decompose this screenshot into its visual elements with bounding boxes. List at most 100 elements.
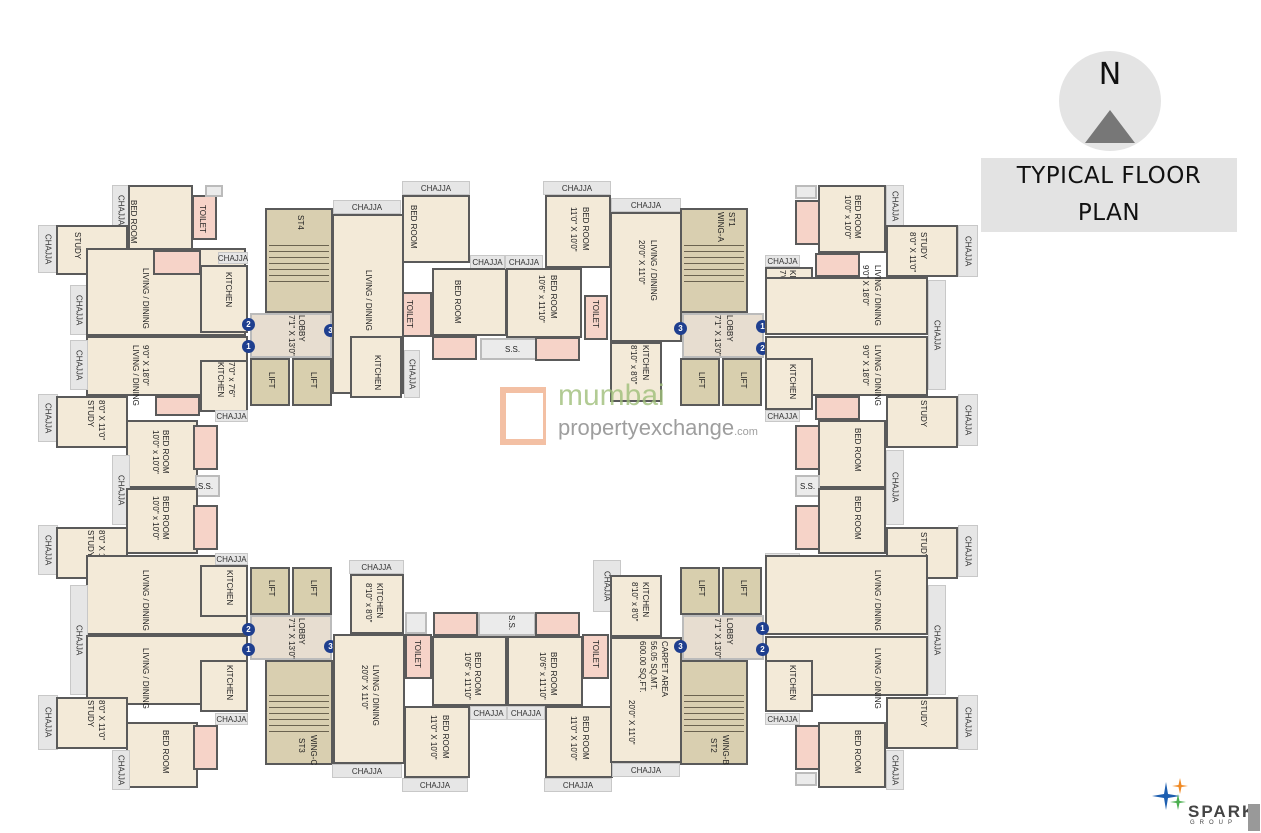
stair-label: ST4 [296, 215, 305, 230]
room-dimension: 10'6" x 11'10" [538, 652, 547, 700]
room-dimension: 8'10" x 8'0" [630, 582, 639, 622]
spark-group-logo: SPARK GROUP [1150, 776, 1260, 831]
room-label: TOILET [198, 205, 207, 233]
room-dimension: 7'1" X 13'0" [287, 618, 296, 659]
bed-room [507, 636, 583, 706]
stair-label: ST3 [297, 738, 306, 753]
lift [292, 358, 332, 406]
room-label: LIFT [697, 372, 706, 389]
watermark-domain: propertyexchange [558, 415, 735, 440]
lobby [682, 615, 764, 660]
kitchen [350, 336, 402, 398]
chajja: CHAJJA [886, 450, 904, 525]
flat-number-badge: 3 [674, 322, 687, 335]
chajja: CHAJJA [70, 340, 88, 390]
room-label: BED ROOM [409, 205, 418, 249]
wing-label: WING-B [721, 735, 730, 765]
north-compass: N [1059, 51, 1161, 151]
room-label: LOBBY [297, 618, 306, 645]
logo-bar [1248, 804, 1260, 831]
study [886, 396, 958, 448]
room-label: BED ROOM [853, 496, 862, 540]
room-dimension: 11'0" X 10'0" [569, 207, 578, 252]
chajja: CHAJJA [886, 750, 904, 790]
room-label: BED ROOM [581, 716, 590, 760]
study [56, 697, 128, 749]
room-label: TOILET [591, 300, 600, 328]
room-dimension: 8'0" X 11'0" [97, 400, 106, 441]
kitchen [765, 660, 813, 712]
toilet [193, 725, 218, 770]
chajja: CHAJJA [611, 198, 681, 212]
room-label: LIVING / DINING [873, 648, 882, 709]
room-label: TOILET [405, 300, 414, 328]
room-label: STUDY [919, 700, 928, 728]
logo-name: SPARK [1188, 802, 1257, 821]
north-label: N [1098, 57, 1122, 92]
room-dimension: 20'0" X 11'0" [627, 700, 636, 745]
kitchen [200, 565, 248, 617]
toilet [433, 612, 478, 636]
toilet [815, 253, 860, 277]
stair-steps [269, 690, 329, 735]
toilet [582, 634, 609, 679]
watermark-line2: propertyexchange.com [558, 415, 758, 441]
toilet [795, 425, 820, 470]
chajja: CHAJJA [404, 350, 420, 398]
watermark-suffix: .com [734, 426, 758, 438]
bed-room [818, 488, 886, 554]
chajja: CHAJJA [886, 185, 904, 227]
lift [250, 358, 290, 406]
chajja: CHAJJA [402, 778, 468, 792]
stair-steps [684, 690, 744, 735]
bed-room [545, 706, 613, 778]
chajja: CHAJJA [470, 706, 507, 720]
room-label: LIFT [267, 580, 276, 597]
room-label: STUDY [86, 530, 95, 558]
room-label: LOBBY [725, 618, 734, 645]
room-label: KITCHEN [216, 362, 225, 398]
sparkle-star-icon [1152, 778, 1188, 810]
wing-label: WING-C [309, 735, 318, 766]
flat-number-badge: 1 [242, 643, 255, 656]
chajja: CHAJJA [38, 394, 58, 442]
chajja: CHAJJA [958, 394, 978, 446]
room-label: BED ROOM [161, 430, 170, 474]
stair-label: ST1 [727, 212, 736, 227]
room-dimension: 9'0" X 18'0" [861, 265, 870, 306]
room-label: BED ROOM [441, 715, 450, 759]
room-label: LIVING / DINING [873, 570, 882, 631]
chajja: CHAJJA [958, 525, 978, 577]
bed-room [432, 636, 507, 706]
bed-room [545, 195, 611, 268]
room-label: LIVING / DINING [141, 268, 150, 329]
chajja: CHAJJA [38, 695, 58, 750]
toilet [432, 336, 477, 360]
lift [250, 567, 290, 615]
kitchen [200, 660, 248, 712]
carpet-area-label: CARPET AREA [660, 641, 669, 697]
lobby [250, 615, 332, 660]
toilet [795, 725, 820, 770]
bed-room [404, 706, 470, 778]
room-dimension: 7'1" X 13'0" [713, 618, 722, 659]
kitchen [610, 575, 662, 637]
chajja: CHAJJA [332, 764, 402, 778]
room-label: KITCHEN [225, 665, 234, 701]
bed-room [402, 195, 470, 263]
room-label: KITCHEN [224, 272, 233, 308]
living-dining [610, 637, 682, 763]
room-label: LIFT [739, 372, 748, 389]
kitchen [765, 358, 813, 410]
logo-sub: GROUP [1190, 820, 1238, 826]
chajja: CHAJJA [349, 560, 404, 574]
room-label: S.S. [507, 615, 516, 631]
chajja: CHAJJA [765, 255, 800, 267]
chajja: CHAJJA [333, 200, 401, 214]
flat-number-badge: 1 [242, 340, 255, 353]
living-dining [333, 634, 405, 764]
room-label: LIVING / DINING [364, 270, 373, 331]
room-dimension: 20'0" X 11'0" [360, 665, 369, 710]
chajja: CHAJJA [470, 255, 505, 269]
toilet [405, 634, 432, 679]
